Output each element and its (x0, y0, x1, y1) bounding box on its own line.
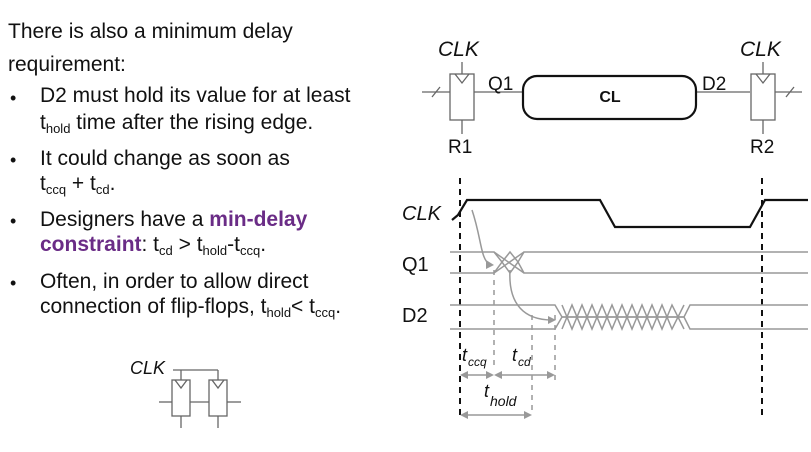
intro-line-2: requirement: (8, 53, 126, 76)
bullet-2-line-1: It could change as soon as (40, 147, 290, 170)
bullet-4-line-1: Often, in order to allow direct (40, 270, 309, 293)
intro-line-1: There is also a minimum delay (8, 20, 293, 43)
cl-symbol-icon: CL (599, 89, 621, 106)
bullet-3-line-1: Designers have a min-delay (40, 208, 307, 232)
minus-t: -t (227, 233, 240, 256)
bullet-dot: • (10, 88, 17, 108)
plus-t: + t (66, 172, 96, 195)
sub-cd: cd (159, 243, 173, 258)
r2-label: R2 (750, 137, 774, 158)
sub-ccq: ccq (239, 243, 261, 258)
sub-hold: hold (266, 305, 292, 320)
q1-waveform (450, 250, 808, 275)
bullet-dot: • (10, 211, 17, 231)
clk-to-q1-arrow (471, 209, 491, 266)
bullet-dot: • (10, 273, 17, 293)
thold-subscript: hold (490, 393, 518, 409)
arrowhead-icon (486, 260, 494, 269)
bullet-3-line-2: constraint: tcd > thold-tccq. (40, 233, 266, 257)
min-delay-term: min-delay (209, 208, 308, 231)
colon-t: : t (141, 233, 160, 256)
period: . (335, 295, 342, 318)
q1-label: Q1 (488, 74, 513, 95)
bullet-3-text: Designers have a (40, 208, 210, 231)
gt-t: > t (172, 233, 203, 256)
register-r1 (449, 73, 475, 121)
timing-q1-label: Q1 (402, 254, 429, 276)
clk-waveform (451, 198, 808, 229)
bullet-2-line-2: tccq + tcd. (40, 172, 116, 197)
sub-hold: hold (202, 243, 228, 258)
timing-clk-label: CLK (402, 203, 443, 225)
register-r2 (750, 73, 776, 121)
period: . (109, 172, 116, 195)
small-flipflop-circuit: CLK (130, 358, 241, 428)
q1-to-d2-arrow (509, 269, 553, 321)
bullet-dot: • (10, 150, 17, 170)
small-flipflop-2 (208, 379, 228, 417)
small-flipflop-1 (171, 379, 191, 417)
r1-label: R1 (448, 137, 472, 158)
tcd-subscript: cd (518, 355, 531, 369)
sub-cd: cd (95, 182, 110, 197)
constraint-term: constraint (40, 233, 142, 256)
d2-label: D2 (702, 74, 726, 95)
tcd-t: t (512, 345, 518, 365)
sub-ccq: ccq (314, 305, 336, 320)
combinational-logic-block (521, 74, 698, 121)
sub-ccq: ccq (45, 182, 67, 197)
clk-label-right: CLK (740, 38, 782, 61)
thold-t: t (484, 381, 490, 401)
arrowhead-icon (548, 316, 556, 324)
circuit-diagram: CLK CLK CL Q1 D2 R1 R2 (422, 38, 802, 158)
tccq-t: t (462, 345, 468, 365)
tccq-subscript: ccq (468, 355, 487, 369)
bullet-1-line-2: thold time after the rising edge. (40, 111, 314, 136)
clk-label-left: CLK (438, 38, 480, 61)
timing-d2-label: D2 (402, 305, 428, 327)
bullet-4-text: connection of flip-flops, t (40, 295, 267, 318)
small-clk-label: CLK (130, 358, 166, 378)
bullet-4-line-2: connection of flip-flops, thold< tccq. (40, 295, 341, 319)
d2-waveform (450, 303, 808, 331)
lt-t: < t (291, 295, 315, 318)
bullet-1-text: time after the rising edge. (70, 111, 314, 134)
timing-diagram: CLK Q1 D2 (402, 178, 808, 419)
sub-hold: hold (45, 121, 71, 136)
bullet-1-line-1: D2 must hold its value for at least (40, 84, 351, 107)
period: . (260, 233, 267, 256)
